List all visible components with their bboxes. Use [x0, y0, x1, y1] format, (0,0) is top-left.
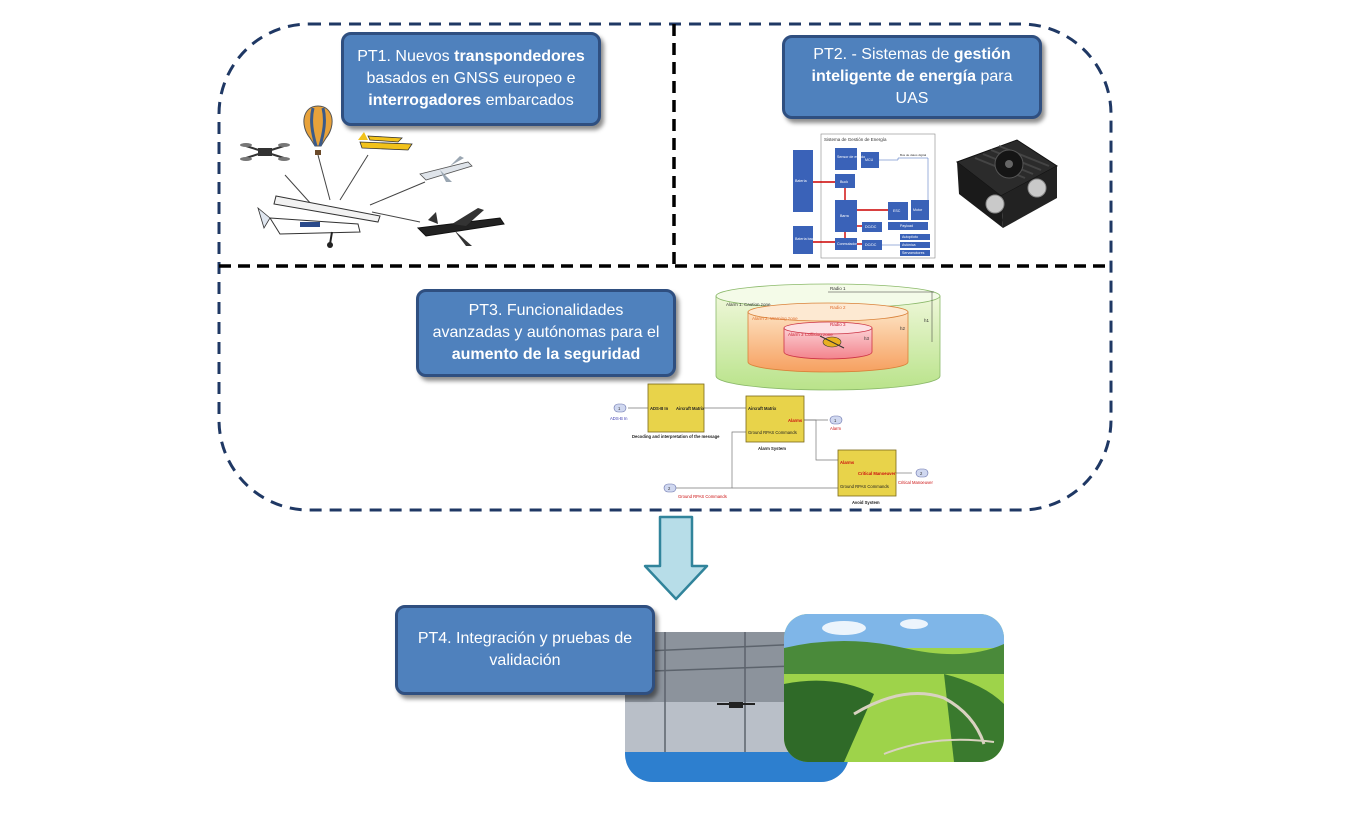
block1-out: Aircraft Matrix: [676, 406, 705, 411]
pt4-text: PT4. Integración y pruebas de validación: [410, 628, 640, 672]
block2-out: Alarms: [788, 418, 803, 423]
aircraft-illustration: [240, 105, 505, 248]
ems-avionica: Aviónica: [902, 243, 916, 247]
pt3-text-segment: aumento de la seguridad: [451, 346, 641, 363]
zone-h2: h2: [900, 326, 906, 331]
ems-autopiloto: Autopiloto: [902, 235, 918, 239]
zone-radio-1: Radio 1: [830, 286, 846, 291]
block1-caption: Decoding and interpretation of the messa…: [632, 434, 720, 439]
adsb-port: 1: [618, 406, 621, 411]
block1-in: ADS-B In: [650, 406, 669, 411]
block2-caption: Alarm System: [758, 446, 786, 451]
pt1-box: PT1. Nuevos transpondedores basados en G…: [341, 32, 601, 126]
pt4-text-segment: PT4. Integración y pruebas de validación: [417, 630, 633, 669]
down-arrow: [643, 515, 709, 601]
zone-radio-3: Radio 3: [830, 322, 846, 327]
protection-zones-diagram: Radio 1 Radio 2 Radio 3 Alarm 1: Caution…: [715, 283, 941, 391]
biplane-icon: [358, 132, 413, 151]
block3-in2: Ground RPAS Commands: [840, 484, 889, 489]
zone-alarm-2: Alarm 2: Warning zone: [752, 316, 798, 321]
pt1-text-segment: PT1. Nuevos: [357, 48, 455, 65]
zone-h3: h3: [864, 336, 870, 341]
ems-motor: Motor: [913, 208, 923, 212]
uav-icon: [819, 335, 845, 349]
pt3-text: PT3. Funcionalidades avanzadas y autónom…: [429, 300, 663, 366]
pt2-text: PT2. - Sistemas de gestión inteligente d…: [795, 44, 1029, 110]
business-jet-icon: [419, 156, 473, 182]
drone-icon: [240, 143, 290, 161]
ems-mcu: MCU: [865, 158, 874, 162]
ems-title: Sistema de Gestión de Energía: [824, 137, 887, 142]
zone-h1: h1: [924, 318, 930, 323]
main-aircraft-icon: [257, 195, 381, 248]
pt2-text-segment: gestión inteligente de energía: [811, 46, 1011, 85]
ems-payload: Payload: [900, 224, 913, 228]
alarms-label: Alarm: [830, 426, 841, 431]
decoding-block: [647, 383, 705, 433]
block3-caption: Avoid System: [852, 500, 880, 505]
block2-in2: Ground RPAS Commands: [748, 430, 797, 435]
energy-hardware-photo: [955, 139, 1058, 228]
pt2-box: PT2. - Sistemas de gestión inteligente d…: [782, 35, 1042, 119]
pt1-text-segment: embarcados: [481, 92, 574, 109]
outdoor-test-field-photo: [784, 614, 1004, 762]
pt3-box: PT3. Funcionalidades avanzadas y autónom…: [416, 289, 676, 377]
ems-bateria: Batería: [795, 179, 807, 183]
simulink-diagram: 1 ADS-B In ADS-B In Aircraft Matrix Deco…: [610, 383, 934, 505]
pt2-text-segment: para UAS: [895, 68, 1013, 107]
crit-port: 2: [920, 471, 923, 476]
pt1-text-segment: transpondedores: [454, 48, 585, 65]
adsb-label: ADS-B In: [610, 416, 628, 421]
ems-barra: Barra: [840, 214, 849, 218]
ground-label: Ground RPAS Commands: [678, 494, 727, 499]
airliner-icon: [416, 208, 505, 246]
ems-conmutador: Conmutador: [837, 242, 858, 246]
ems-dcdc1: DC/DC: [865, 225, 877, 229]
block3-in1: Alarms: [840, 460, 855, 465]
alarms-port: 1: [834, 418, 837, 423]
avoid-block: [837, 449, 897, 497]
pt1-text-segment: basados en GNSS europeo e: [366, 70, 576, 87]
pt2-text-segment: PT2. - Sistemas de: [813, 46, 954, 63]
pt1-text: PT1. Nuevos transpondedores basados en G…: [354, 46, 588, 112]
crit-label: Critical Manoeuver: [898, 480, 934, 485]
ems-buck: Buck: [840, 180, 848, 184]
ems-dcdc2: DC/DC: [865, 243, 877, 247]
balloon-icon: [303, 105, 333, 155]
ems-bus-label: Bus de datos digital: [900, 153, 927, 157]
pt4-box: PT4. Integración y pruebas de validación: [395, 605, 655, 695]
block3-out: Critical Manoeuver: [858, 471, 896, 476]
energy-management-diagram: Sistema de Gestión de Energía Batería Ba…: [793, 133, 936, 259]
ems-servomotores: Servomotores: [902, 251, 925, 255]
zone-alarm-1: Alarm 1: Caution zone: [726, 302, 771, 307]
ems-sensor: Sensor de estado: [837, 155, 865, 159]
indoor-drone-icon: [717, 702, 755, 708]
zone-radio-2: Radio 2: [830, 305, 846, 310]
zone-alarm-3: Alarm 3 Collision zone: [788, 332, 833, 337]
ground-port: 2: [668, 486, 671, 491]
block2-in1: Aircraft Matrix: [748, 406, 777, 411]
pt1-text-segment: interrogadores: [368, 92, 482, 109]
pt3-text-segment: PT3. Funcionalidades avanzadas y autónom…: [432, 302, 660, 341]
alarm-block: [745, 395, 805, 443]
ems-esc: ESC: [893, 209, 901, 213]
ems-bateria-backup: Batería backup: [795, 237, 819, 241]
